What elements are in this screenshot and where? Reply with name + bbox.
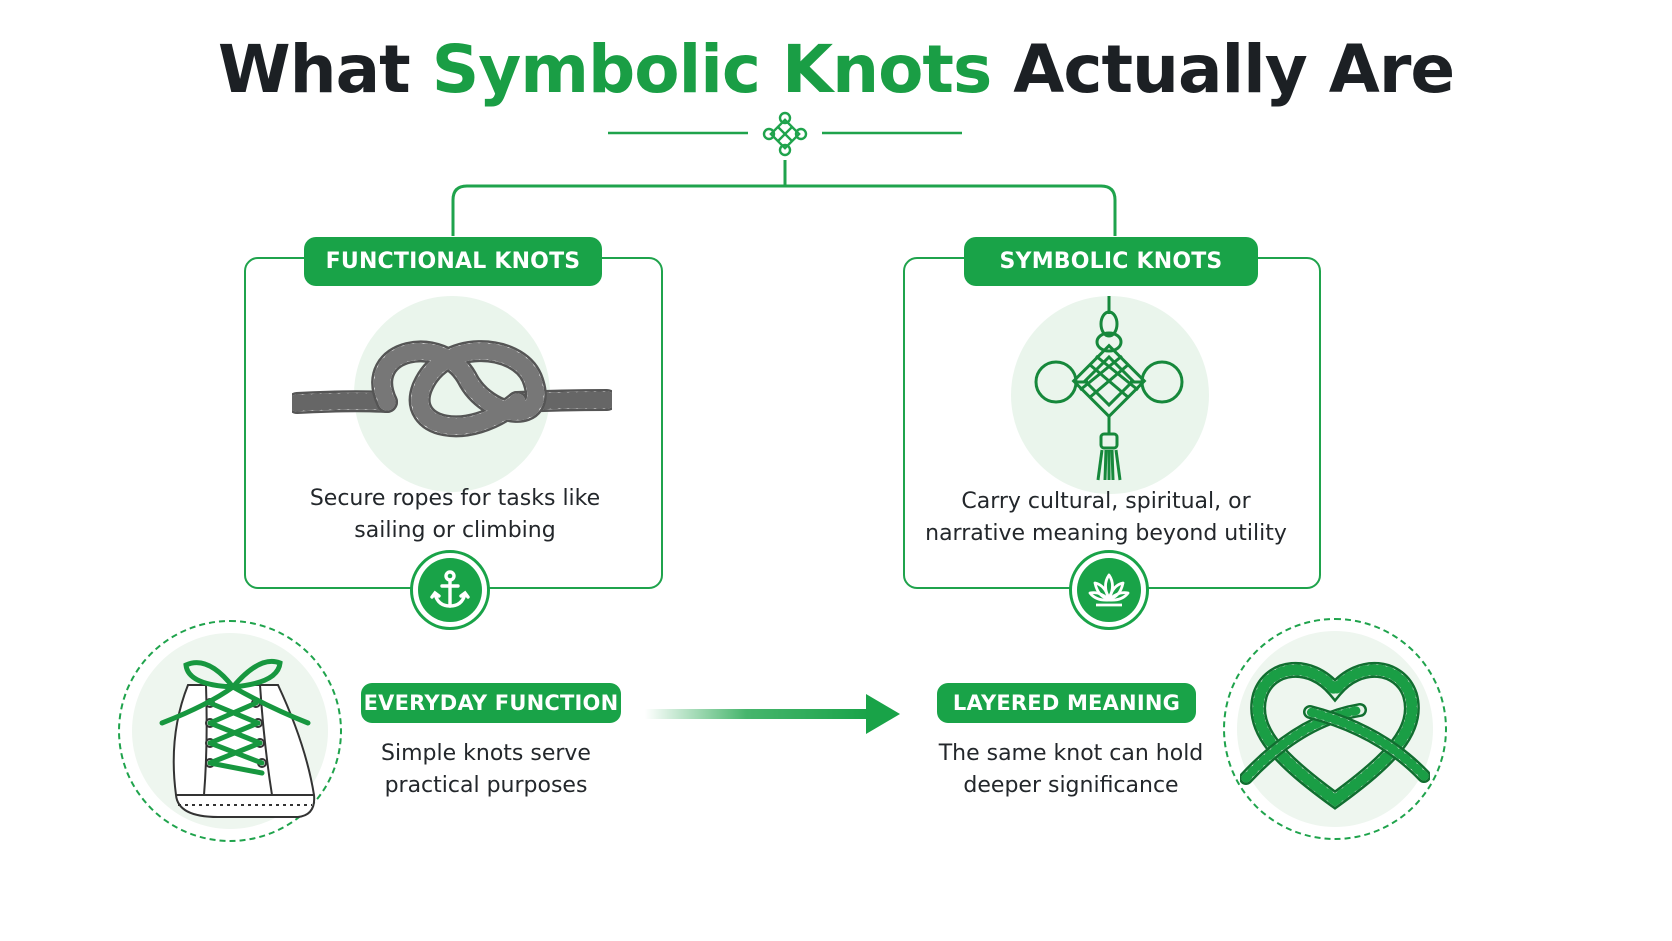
title-accent: Symbolic Knots <box>431 31 993 108</box>
figure-eight-knot-illustration <box>292 340 612 438</box>
symbolic-knots-label: SYMBOLIC KNOTS <box>964 237 1258 286</box>
symbolic-desc-line2: narrative meaning beyond utility <box>925 521 1287 546</box>
symbolic-desc-line1: Carry cultural, spiritual, or <box>961 489 1251 514</box>
title-part2: Actually Are <box>991 31 1455 108</box>
layered-desc-line1: The same knot can hold <box>938 741 1204 766</box>
transition-arrow <box>645 694 900 734</box>
functional-desc-line2: sailing or climbing <box>354 518 556 543</box>
divider-knot-icon <box>762 111 808 157</box>
anchor-badge <box>410 550 490 630</box>
title-part1: What <box>217 31 432 108</box>
layered-meaning-label: LAYERED MEANING <box>937 683 1196 723</box>
functional-knots-description: Secure ropes for tasks like sailing or c… <box>264 483 646 547</box>
anchor-icon <box>430 570 470 608</box>
layered-desc-line2: deeper significance <box>963 773 1179 798</box>
symbolic-knots-description: Carry cultural, spiritual, or narrative … <box>915 486 1297 550</box>
laced-sneaker-illustration <box>159 659 316 818</box>
heart-knot-illustration <box>1240 661 1430 810</box>
lotus-icon <box>1088 573 1130 607</box>
lotus-badge <box>1069 550 1149 630</box>
page-title: What Symbolic Knots Actually Are <box>0 30 1672 110</box>
everyday-desc-line1: Simple knots serve <box>381 741 591 766</box>
everyday-desc-line2: practical purposes <box>384 773 588 798</box>
functional-desc-line1: Secure ropes for tasks like <box>309 486 601 511</box>
everyday-function-label: EVERYDAY FUNCTION <box>361 683 621 723</box>
everyday-function-description: Simple knots serve practical purposes <box>336 738 636 802</box>
layered-meaning-description: The same knot can hold deeper significan… <box>918 738 1224 802</box>
chinese-knot-illustration <box>1034 296 1184 481</box>
functional-knots-label: FUNCTIONAL KNOTS <box>304 237 602 286</box>
